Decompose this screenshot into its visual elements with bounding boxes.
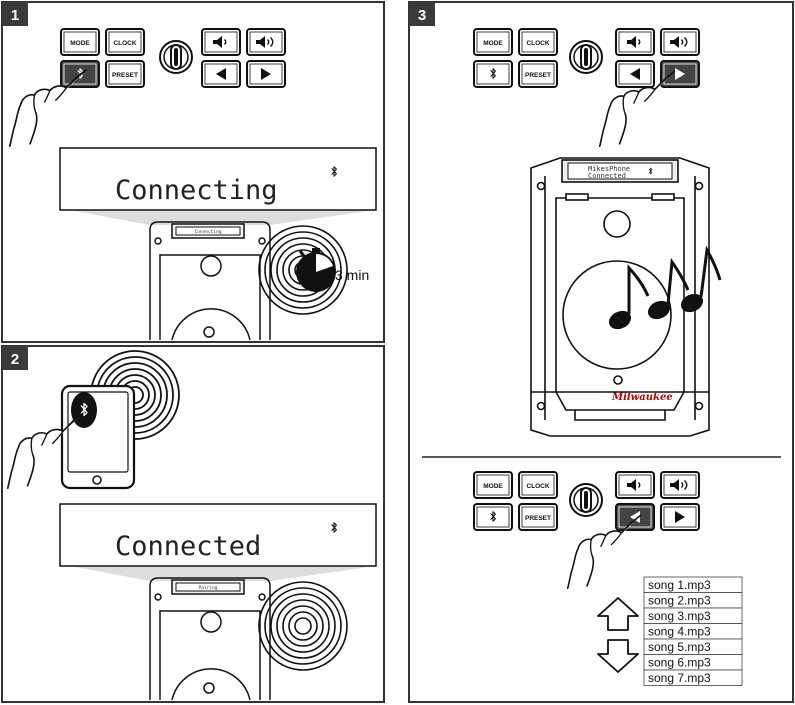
preset-button-3[interactable] [518, 60, 558, 88]
right-arrow-icon-3b [675, 511, 685, 523]
mode-button-3[interactable] [473, 28, 513, 56]
clock-button-label: CLOCK [113, 40, 136, 47]
lcd-display-step1: Connecting [59, 147, 377, 225]
step-number-3: 3 [418, 7, 426, 24]
step-badge-2: 2 [2, 346, 28, 370]
mode-button-3b[interactable] [473, 471, 513, 499]
step-number-2: 2 [11, 351, 19, 368]
preset-button-label-3b: PRESET [525, 515, 551, 522]
volume-up-button-3b[interactable] [660, 471, 700, 499]
playlist-item[interactable]: song 5.mp3 [643, 638, 743, 655]
step-badge-1: 1 [2, 2, 28, 26]
left-arrow-icon-3b [630, 511, 640, 523]
scroll-up-arrow-icon [597, 597, 639, 631]
music-notes-icon [608, 245, 722, 330]
playlist-item-label: song 5.mp3 [648, 640, 711, 654]
playlist-item-label: song 7.mp3 [648, 671, 711, 685]
scroll-down-arrow-icon [597, 639, 639, 673]
lcd-status-text: Connecting [115, 175, 278, 206]
mode-button-label-3b: MODE [483, 483, 503, 490]
playlist-item-label: song 6.mp3 [648, 656, 711, 670]
radio-lcd-line2: Connected [588, 172, 626, 180]
brand-logo: Milwaukee [611, 392, 673, 403]
lcd-status-text-2: Connected [115, 531, 261, 562]
clock-button-3[interactable] [518, 28, 558, 56]
keypad-step1: MODE CLOCK PRESET [60, 28, 286, 88]
mode-button[interactable] [60, 28, 100, 56]
playlist-item[interactable]: song 3.mp3 [643, 607, 743, 624]
lcd-display-step2: Connected [59, 503, 377, 581]
hand-pressing-prev-icon [566, 514, 642, 590]
timer-label: 3 min [335, 267, 369, 283]
playlist-item[interactable]: song 1.mp3 [643, 576, 743, 593]
radio-step2 [149, 577, 271, 701]
clock-button-3b[interactable] [518, 471, 558, 499]
clock-button[interactable] [105, 28, 145, 56]
clock-button-label-3: CLOCK [526, 40, 549, 47]
keypad-step3-top: MODE CLOCK PRESET [473, 28, 700, 88]
preset-button[interactable] [105, 60, 145, 88]
left-arrow-icon [216, 68, 226, 80]
mode-button-label: MODE [70, 40, 90, 47]
keypad-step3-bottom: MODE CLOCK PRESET [473, 471, 700, 531]
left-arrow-icon-3 [630, 68, 640, 80]
preset-button-3b[interactable] [518, 503, 558, 531]
step-badge-3: 3 [409, 2, 435, 26]
smartphone [60, 384, 136, 490]
radio-lcd-line1: MikesPhone [588, 165, 630, 173]
volume-up-button-3[interactable] [660, 28, 700, 56]
radio-lcd-text-step2: Pairing [199, 585, 218, 591]
preset-button-label-3: PRESET [525, 72, 551, 79]
playlist-item[interactable]: song 7.mp3 [643, 669, 743, 686]
signal-waves-step2 [258, 581, 348, 671]
preset-button-label: PRESET [112, 72, 138, 79]
playlist-item-label: song 4.mp3 [648, 625, 711, 639]
clock-button-label-3b: CLOCK [526, 483, 549, 490]
right-arrow-icon-3 [675, 68, 685, 80]
playlist-item-label: song 1.mp3 [648, 578, 711, 592]
playlist-item-label: song 2.mp3 [648, 594, 711, 608]
radio-step1 [149, 221, 271, 341]
mode-button-label-3: MODE [483, 40, 503, 47]
volume-up-button[interactable] [246, 28, 286, 56]
playlist-item[interactable]: song 6.mp3 [643, 654, 743, 671]
step-number-1: 1 [11, 7, 19, 24]
right-arrow-icon [261, 68, 271, 80]
playlist-item-label: song 3.mp3 [648, 609, 711, 623]
radio-lcd-text-step1: Connecting [194, 229, 221, 235]
playlist-item[interactable]: song 2.mp3 [643, 592, 743, 609]
playlist-item[interactable]: song 4.mp3 [643, 623, 743, 640]
timer-icon [296, 248, 336, 292]
